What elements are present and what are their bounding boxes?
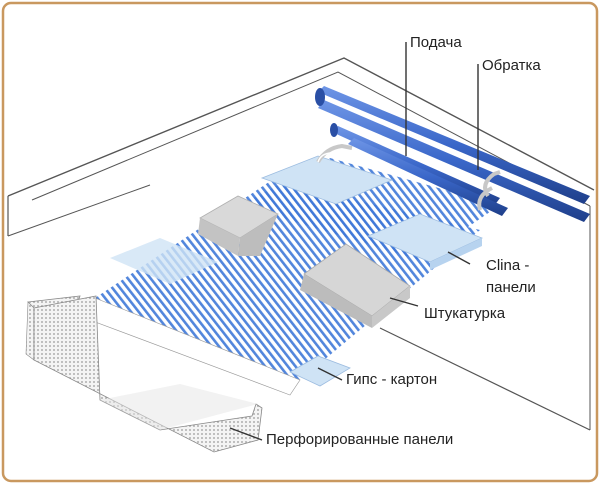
pipes [315,86,590,222]
clina-panels [110,155,484,284]
plaster-blocks [198,195,411,328]
label-perforated: Перфорированные панели [266,431,453,448]
drywall-panel [289,355,351,387]
return-pipe [315,86,590,222]
leader-lines [229,42,479,441]
label-supply: Подача [410,34,462,51]
label-clina-line2: панели [486,279,536,296]
label-clina-line1: Clina - [486,257,529,274]
supply-pipe [330,123,508,216]
labels: Подача Обратка Clina - панели Штукатурка… [266,34,541,448]
label-drywall: Гипс - картон [346,371,437,388]
label-return: Обратка [482,57,541,74]
perforated-panels [25,295,263,453]
label-plaster: Штукатурка [424,305,506,322]
